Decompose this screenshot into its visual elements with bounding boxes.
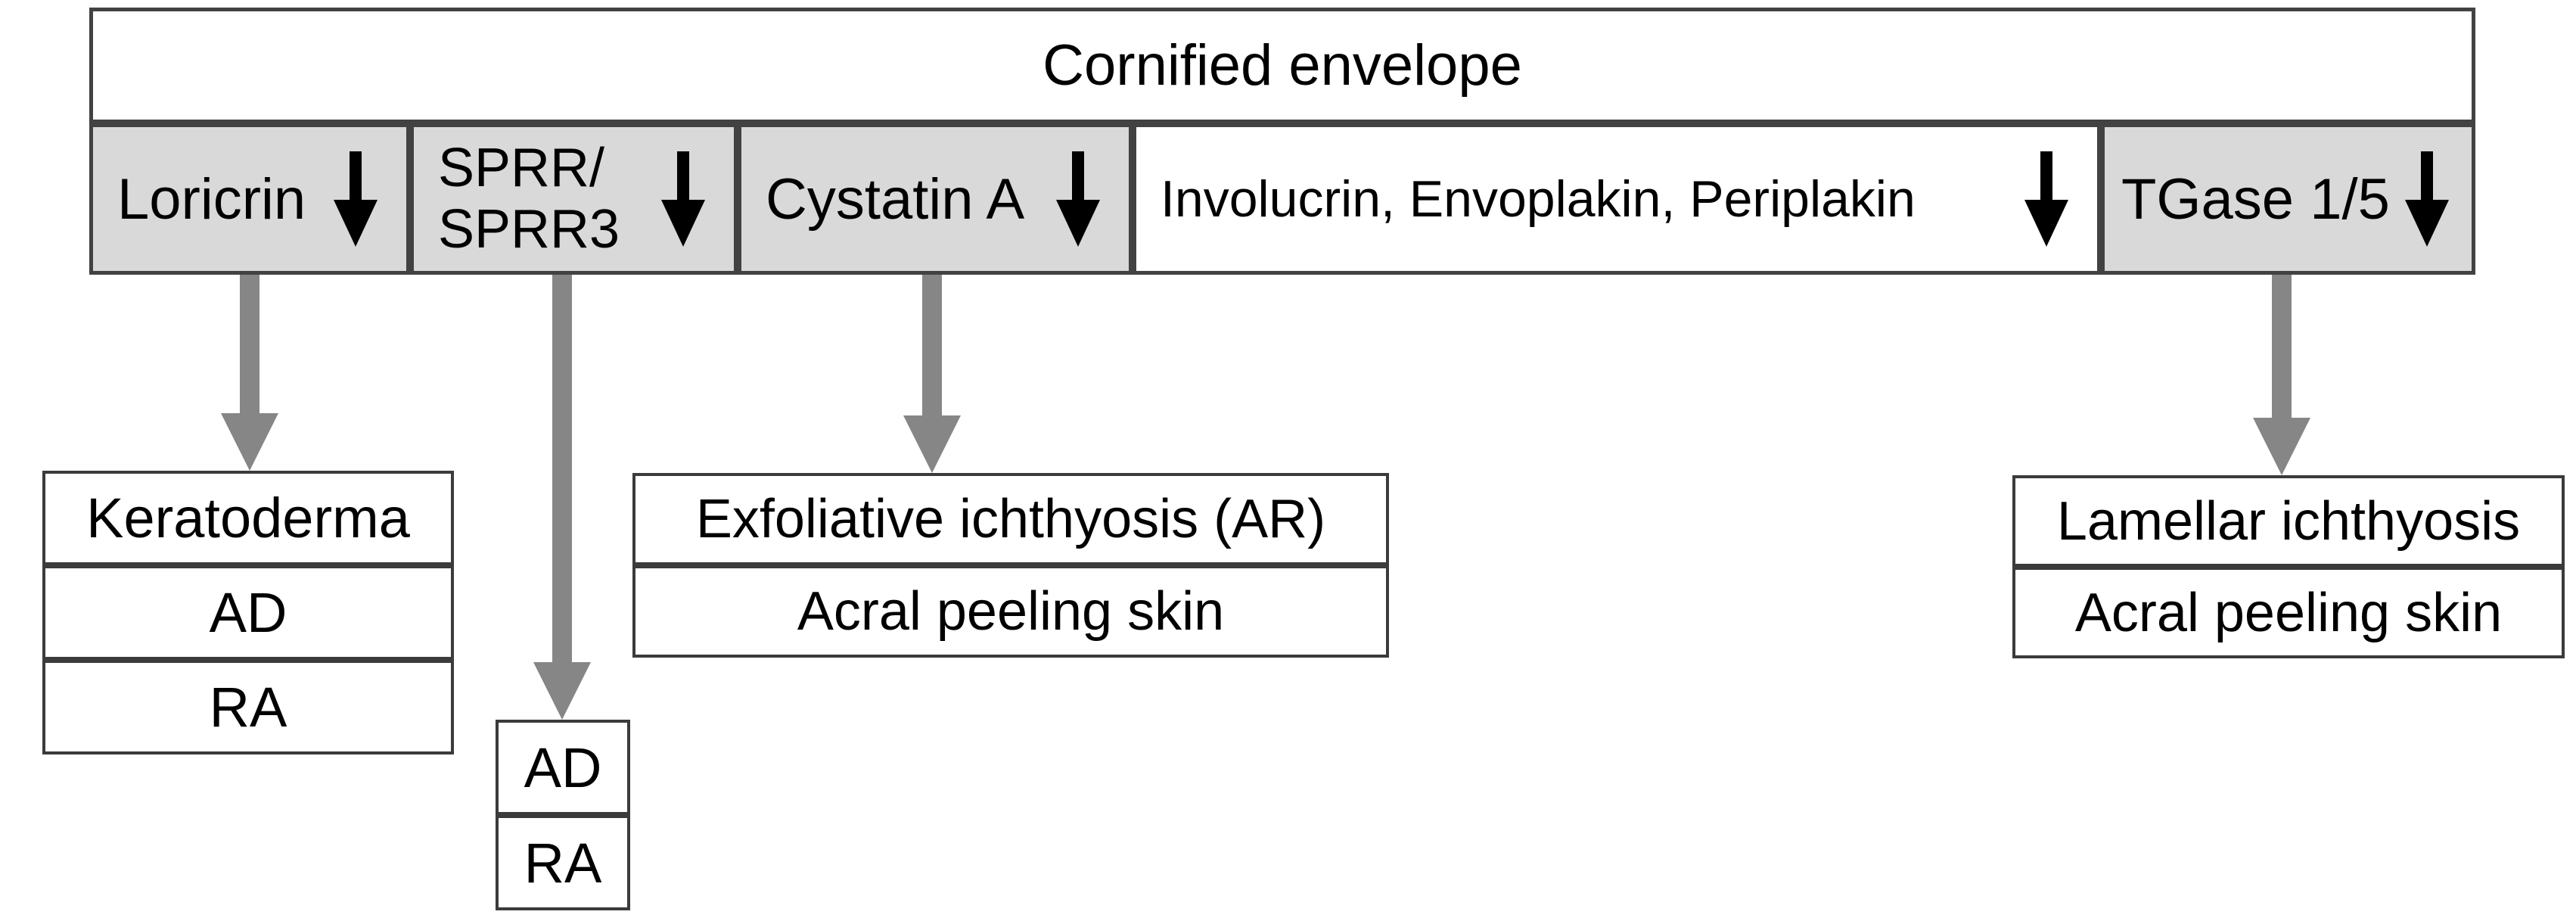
stack-row: AD xyxy=(496,720,630,815)
connector-arrowhead xyxy=(533,662,591,720)
acral-peeling-skin-label: Acral peeling skin xyxy=(2074,582,2503,643)
cystatin-a-label: Cystatin A xyxy=(766,166,1025,232)
connector-arrowhead xyxy=(2253,418,2310,475)
ad-label: AD xyxy=(524,736,602,799)
stack-row: RA xyxy=(42,660,454,754)
disease-stack-tgase: Lamellar ichthyosis Acral peeling skin xyxy=(2012,475,2565,658)
lamellar-ichthyosis-label: Lamellar ichthyosis xyxy=(2056,490,2521,552)
gray-down-connector-arrow-cystatin xyxy=(903,275,961,473)
header-cell-tgase-1-5: TGase 1/5 xyxy=(2101,123,2475,275)
acral-peeling-skin-label: Acral peeling skin xyxy=(797,581,1225,642)
connector-shaft xyxy=(2272,275,2292,418)
header-cell-cystatin-a: Cystatin A xyxy=(738,123,1133,275)
stack-row: Keratoderma xyxy=(42,471,454,565)
exfoliative-ichthyosis-label: Exfoliative ichthyosis (AR) xyxy=(695,489,1326,549)
gray-down-connector-arrow-loricrin xyxy=(221,275,278,471)
down-arrow-icon xyxy=(334,151,378,247)
header-cell-sprr: SPRR/ SPRR3 xyxy=(410,123,738,275)
ad-label: AD xyxy=(209,581,287,644)
header-cell-loricrin: Loricrin xyxy=(89,123,410,275)
stack-row: AD xyxy=(42,565,454,660)
involucrin-envoplakin-periplakin-label: Involucrin, Envoplakin, Periplakin xyxy=(1161,170,1916,228)
diagram-title: Cornified envelope xyxy=(1043,33,1522,98)
disease-stack-cystatin: Exfoliative ichthyosis (AR) Acral peelin… xyxy=(632,473,1389,658)
connector-shaft xyxy=(922,275,942,415)
connector-shaft xyxy=(552,275,572,662)
disease-stack-loricrin: Keratoderma AD RA xyxy=(42,471,454,754)
connector-shaft xyxy=(240,275,259,413)
loricrin-label: Loricrin xyxy=(117,166,306,232)
header-cell-involucrin-envoplakin-periplakin: Involucrin, Envoplakin, Periplakin xyxy=(1133,123,2101,275)
down-arrow-icon xyxy=(1056,151,1100,247)
stack-row: Acral peeling skin xyxy=(632,565,1389,658)
keratoderma-label: Keratoderma xyxy=(86,487,410,549)
protein-header-row: Loricrin SPRR/ SPRR3 Cystatin A Involucr… xyxy=(89,123,2475,275)
sprr-label-line1: SPRR/ xyxy=(438,138,605,199)
down-arrow-icon xyxy=(2405,151,2449,247)
down-arrow-icon xyxy=(2024,151,2068,247)
tgase-1-5-label: TGase 1/5 xyxy=(2121,166,2390,232)
stack-row: Acral peeling skin xyxy=(2012,567,2565,658)
down-arrow-icon xyxy=(661,151,705,247)
ra-label: RA xyxy=(524,831,602,894)
gray-down-connector-arrow-tgase xyxy=(2253,275,2310,475)
stack-row: Lamellar ichthyosis xyxy=(2012,475,2565,567)
connector-arrowhead xyxy=(221,413,278,471)
disease-stack-sprr: AD RA xyxy=(496,720,630,910)
sprr-label-line2: SPRR3 xyxy=(438,199,620,260)
gray-down-connector-arrow-sprr xyxy=(533,275,591,720)
connector-arrowhead xyxy=(903,415,961,473)
ra-label: RA xyxy=(209,676,287,739)
stack-row: Exfoliative ichthyosis (AR) xyxy=(632,473,1389,565)
cornified-envelope-title-cell: Cornified envelope xyxy=(89,8,2475,123)
sprr-label: SPRR/ SPRR3 xyxy=(438,138,620,260)
stack-row: RA xyxy=(496,815,630,910)
